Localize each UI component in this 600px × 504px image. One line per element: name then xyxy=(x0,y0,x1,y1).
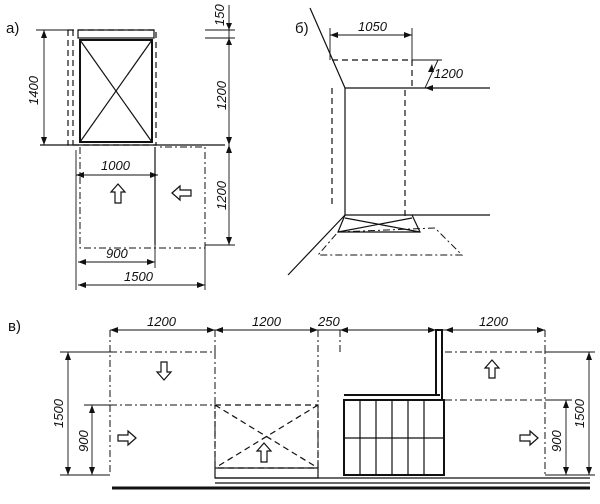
cabin-dashed-outline xyxy=(67,29,157,146)
dim-label-v-900-right: 900 xyxy=(549,430,564,452)
arrow-head xyxy=(425,85,433,91)
dim-label-1500: 1500 xyxy=(124,269,153,284)
down-arrow-icon xyxy=(155,361,173,381)
arrow-head xyxy=(226,137,232,145)
cabin-body xyxy=(79,39,153,143)
dim-label-1000: 1000 xyxy=(101,158,130,173)
dim-label-1050: 1050 xyxy=(358,19,387,34)
arrow-head xyxy=(150,172,158,178)
arrow-head xyxy=(41,30,47,38)
arrow-head xyxy=(340,327,348,333)
maneuver-area-b xyxy=(316,227,464,256)
arrow-head xyxy=(563,400,569,408)
arrow-head xyxy=(586,467,592,475)
arrow-head xyxy=(76,172,84,178)
arrow-head xyxy=(330,32,338,38)
left-arrow-icon xyxy=(171,184,192,202)
dim-label-v-1500-right: 1500 xyxy=(572,399,587,428)
dim-label-v-1500-left: 1500 xyxy=(51,399,66,428)
arrow-head xyxy=(197,282,205,288)
dim-label-150: 150 xyxy=(212,4,227,26)
arrow-head xyxy=(207,327,215,333)
arrow-head xyxy=(226,237,232,245)
arrow-head xyxy=(428,327,436,333)
wall-upper-contour xyxy=(309,7,490,89)
arrow-head xyxy=(226,38,232,45)
arrow-head xyxy=(215,327,223,333)
arrow-head xyxy=(226,23,232,30)
arrow-head xyxy=(110,327,118,333)
dim-label-v-1200-1: 1200 xyxy=(147,314,176,329)
dim-label-v-250: 250 xyxy=(318,314,340,329)
dim-label-1200-lower: 1200 xyxy=(214,181,229,210)
dim-label-1400: 1400 xyxy=(26,76,41,105)
floor-cross-1 xyxy=(344,217,421,233)
stair-wall xyxy=(435,329,443,400)
floor-edge-line xyxy=(287,214,346,276)
dim-label-1200-b: 1200 xyxy=(434,66,463,81)
arrow-head xyxy=(310,327,318,333)
arrow-head xyxy=(65,352,71,360)
arrow-head xyxy=(89,405,95,413)
arrow-head xyxy=(404,32,412,38)
cabin-top-bar xyxy=(77,29,155,39)
arrow-head xyxy=(226,145,232,153)
cabin-cross-2 xyxy=(79,39,153,143)
right-arrow-icon xyxy=(117,429,137,447)
dim-label-v-1200-3: 1200 xyxy=(479,314,508,329)
floor-box xyxy=(337,214,421,233)
figure-v xyxy=(60,327,595,490)
up-arrow-icon xyxy=(483,359,501,379)
arrow-head xyxy=(428,64,434,72)
floor-cross-2 xyxy=(337,217,413,233)
arrow-head xyxy=(445,327,453,333)
arrow-head xyxy=(147,259,155,265)
cabin-v-cross-2 xyxy=(214,404,319,469)
up-arrow-icon xyxy=(255,442,273,463)
arrow-head xyxy=(78,282,86,288)
arrow-head xyxy=(78,259,86,265)
part-label-v: в) xyxy=(8,318,21,335)
dim-label-1200-upper: 1200 xyxy=(214,81,229,110)
arrow-head xyxy=(537,327,545,333)
cabin-v-base xyxy=(214,467,319,479)
dim-label-v-900-left: 900 xyxy=(76,430,91,452)
figure-a xyxy=(36,5,235,290)
right-arrow-icon xyxy=(519,429,539,447)
part-label-b: б) xyxy=(295,20,309,37)
arrow-head xyxy=(89,467,95,475)
dim-label-900: 900 xyxy=(106,246,128,261)
arrow-head xyxy=(563,467,569,475)
maneuver-area xyxy=(79,146,206,249)
arrow-head xyxy=(586,352,592,360)
arrow-head xyxy=(65,467,71,475)
arrow-head xyxy=(41,137,47,145)
part-label-a: а) xyxy=(6,20,20,37)
figure-b xyxy=(287,7,490,276)
dim-line-1200b xyxy=(424,59,439,89)
dim-label-v-1200-2: 1200 xyxy=(252,314,281,329)
up-arrow-icon xyxy=(109,183,127,204)
